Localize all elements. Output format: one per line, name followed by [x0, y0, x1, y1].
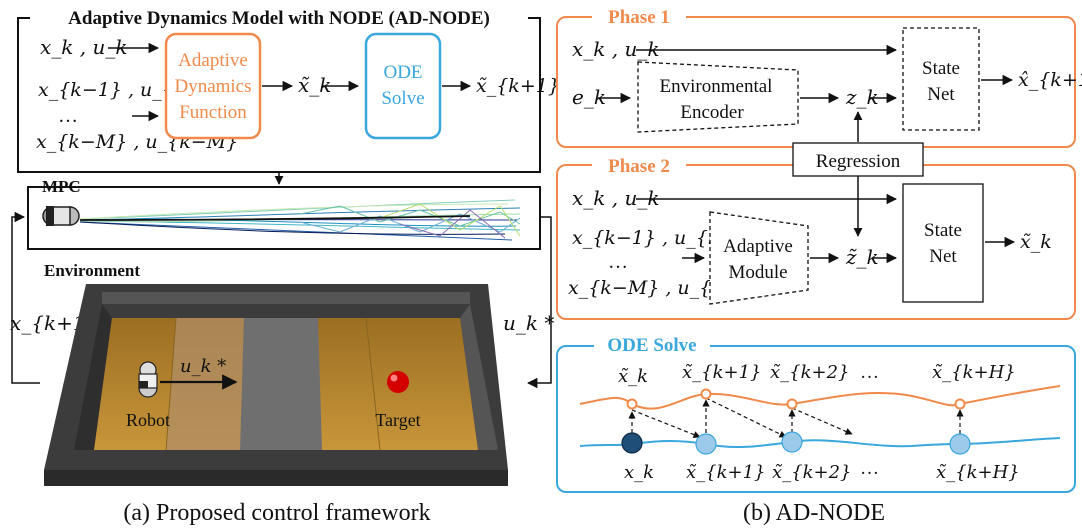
phase1-title: Phase 1 [608, 7, 670, 28]
p1-z: z_k [845, 85, 879, 109]
target-icon [387, 371, 409, 393]
state-net-2-label-2: Net [929, 246, 957, 267]
left-xk1-tilde: x̃_{k+1} [476, 75, 560, 97]
ode-predicted-curve [579, 385, 1061, 410]
am-label-1: Adaptive [723, 236, 793, 257]
ode-top-2: x̃_{k+2} [770, 362, 850, 383]
adaptive-dynamics-function-box [164, 32, 262, 140]
ode-top-4: x̃_{k+H} [932, 362, 1016, 383]
p2-input-1: x_k , u_k [572, 186, 659, 210]
robot-uk: u_k * [180, 356, 226, 377]
p2-z: z̃_k [845, 245, 879, 269]
ode-bottom-1: x̃_{k+1} [686, 462, 766, 483]
ode-top-0: x̃_k [618, 366, 648, 387]
p1-e: e_k [572, 85, 606, 109]
ode-label-2: Solve [381, 88, 424, 109]
left-xk-tilde: x̃_k [298, 73, 331, 97]
environment-label: Environment [44, 261, 140, 280]
ode-panel-box [556, 345, 1076, 493]
ode-panel-title: ODE Solve [607, 335, 696, 356]
ode-label-1: ODE [383, 62, 422, 83]
ode-pred-node-3 [954, 398, 966, 410]
ode-bottom-3: … [860, 458, 879, 479]
ode-solve-box [364, 32, 442, 140]
p2-dots: … [608, 251, 628, 273]
mpc-trajectories [79, 199, 521, 241]
adf-label-2: Dynamics [174, 76, 251, 97]
adaptive-module [709, 211, 809, 305]
caption-right: (b) AD-NODE [743, 500, 885, 526]
am-label-2: Module [728, 262, 787, 283]
mpc-robot-icon [42, 206, 80, 226]
ode-pred-node-2 [786, 398, 798, 410]
state-net-2-label-1: State [924, 220, 962, 241]
ode-true-curve [579, 437, 1061, 449]
phase2-title: Phase 2 [608, 156, 670, 177]
ode-node-3 [949, 433, 971, 455]
encoder-label-1: Environmental [660, 76, 773, 97]
input-dots: … [58, 105, 78, 127]
ode-top-1: x̃_{k+1} [682, 362, 762, 383]
ode-bottom-2: x̃_{k+2} [772, 462, 852, 483]
adf-label-1: Adaptive [178, 50, 248, 71]
regression-label: Regression [816, 151, 901, 172]
ode-arrows [628, 397, 964, 438]
p2-out: x̃_k [1020, 231, 1052, 253]
ad-node-title: Adaptive Dynamics Model with NODE (AD-NO… [68, 8, 490, 29]
regression-box [792, 142, 924, 177]
encoder-label-2: Encoder [680, 102, 744, 123]
state-net-2 [902, 183, 984, 303]
feedback-uk: u_k * [503, 311, 554, 335]
ode-node-2 [781, 431, 803, 453]
input-xk-uk: x_k , u_k [40, 35, 127, 59]
adf-label-3: Function [179, 102, 247, 123]
caption-left: (a) Proposed control framework [123, 500, 430, 526]
mpc-label: MPC [42, 177, 81, 196]
target-label: Target [375, 410, 420, 430]
environment-scene [44, 284, 508, 486]
robot-icon [138, 361, 158, 398]
ode-bottom-4: x̃_{k+H} [936, 462, 1020, 483]
ode-pred-node-1 [700, 388, 712, 400]
robot-label: Robot [126, 410, 170, 430]
ode-top-3: … [860, 362, 879, 383]
ode-node-0 [621, 432, 643, 454]
p1-input: x_k , u_k [572, 37, 659, 61]
state-net-1-label-2: Net [927, 84, 955, 105]
ode-pred-node-0 [626, 398, 638, 410]
state-net-1 [902, 27, 980, 131]
ode-node-1 [695, 433, 717, 455]
ode-bottom-0: x_k [624, 462, 654, 483]
environmental-encoder [637, 61, 799, 133]
state-net-1-label-1: State [922, 58, 960, 79]
p1-out: x̂_{k+1} [1018, 69, 1082, 91]
